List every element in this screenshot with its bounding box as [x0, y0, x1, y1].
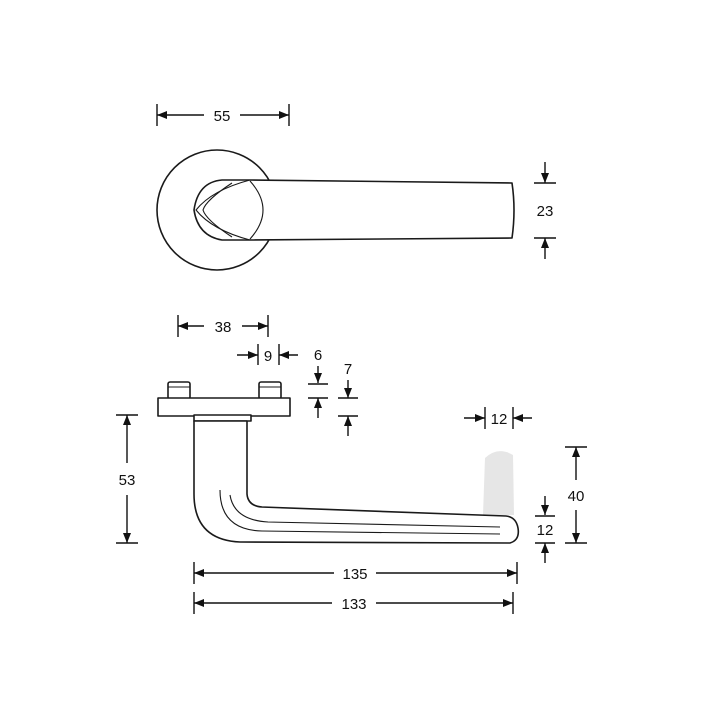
top-view-lever	[193, 179, 515, 241]
dim-label-rose-width: 55	[214, 108, 231, 125]
dim-lever-end-height: 23	[534, 162, 556, 259]
side-view: 38 9 6 7	[116, 315, 587, 614]
side-view-screw-right	[258, 381, 282, 400]
dim-label-total-height: 53	[119, 472, 136, 489]
dim-end-width: 12	[464, 407, 532, 429]
dim-lever-thickness: 12	[535, 496, 555, 563]
dim-total-height: 53	[116, 414, 138, 544]
dim-label-lever-thickness: 12	[537, 522, 554, 539]
dim-label-base-thickness: 7	[344, 361, 352, 378]
dim-base-thickness: 7	[338, 361, 358, 436]
dim-label-end-rise: 40	[568, 488, 585, 505]
dim-lever-length: 133	[193, 592, 514, 614]
top-view-lever-tip	[195, 179, 251, 241]
dim-label-lever-length: 133	[341, 596, 366, 613]
dim-rose-offset: 38	[177, 315, 269, 337]
top-view-lever-neck-line	[249, 180, 264, 240]
dim-label-lever-end-height: 23	[537, 203, 554, 220]
dim-label-overall-length: 135	[342, 566, 367, 583]
dim-rose-thickness: 6	[308, 347, 328, 418]
side-view-rose-plate	[193, 414, 252, 422]
dim-label-neck-width: 9	[264, 348, 272, 365]
top-view: 55 23	[156, 104, 556, 271]
side-view-lever-end	[483, 451, 514, 515]
dim-rose-width: 55	[156, 104, 290, 126]
dim-label-rose-thickness: 6	[314, 347, 322, 364]
dim-neck-width: 9	[237, 344, 298, 365]
dim-overall-length: 135	[193, 562, 518, 584]
side-view-lever-highlight	[219, 489, 501, 535]
top-view-lever-tip-inner	[202, 182, 233, 238]
side-view-base-plate	[157, 397, 291, 417]
dim-label-end-width: 12	[491, 411, 508, 428]
dim-label-rose-offset: 38	[215, 319, 232, 336]
dim-end-rise: 40	[565, 446, 587, 544]
side-view-lever	[193, 420, 520, 544]
side-view-lever-highlight-2	[229, 494, 501, 528]
side-view-screw-left	[167, 381, 191, 400]
